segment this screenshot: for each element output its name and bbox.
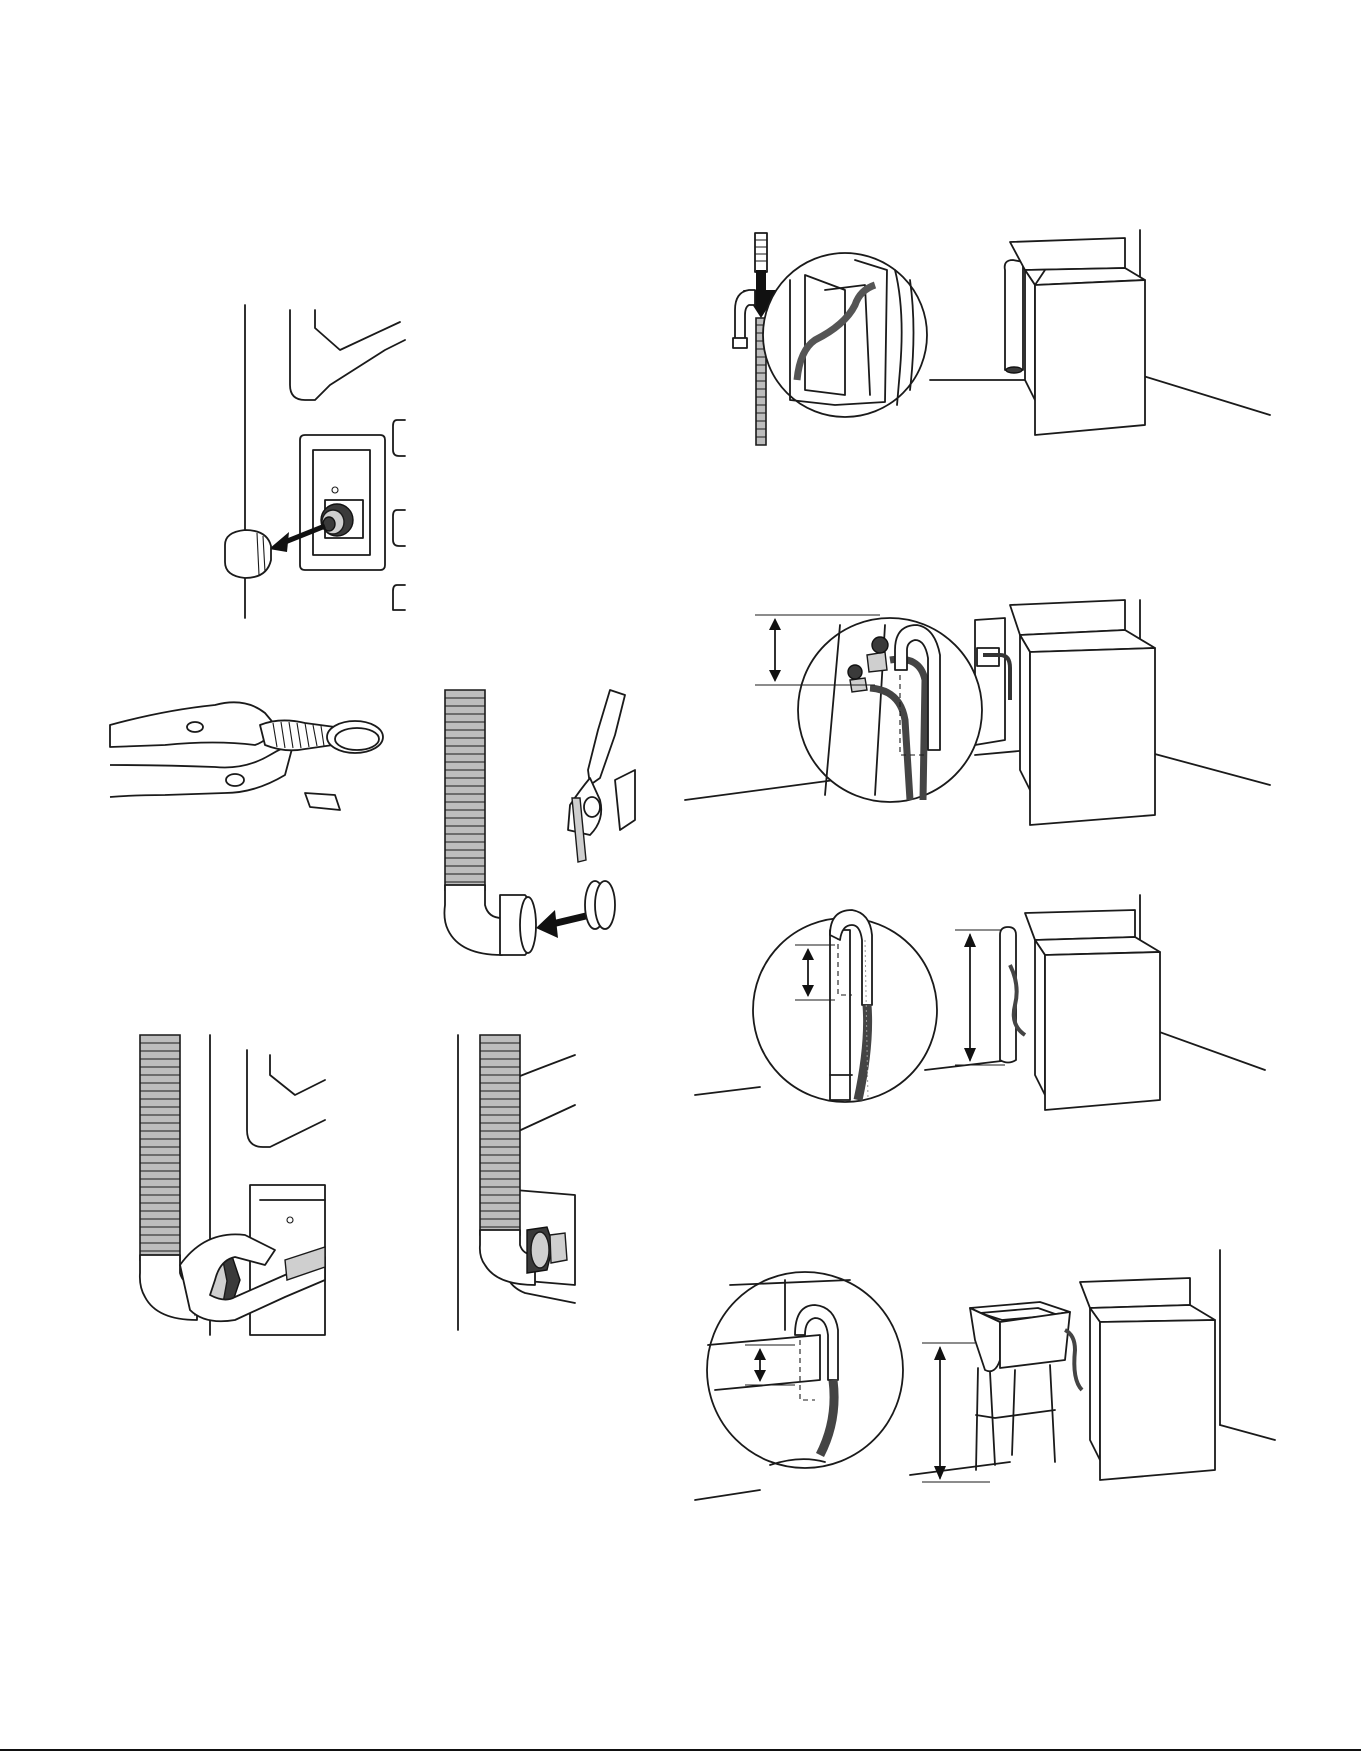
fig-standpipe-drain — [690, 895, 1275, 1125]
fig-hose-form-attached — [705, 230, 1275, 450]
fig-wrench-install-hose — [135, 1035, 325, 1335]
fig-pliers-clamp — [105, 685, 385, 815]
fig-clamp-slide-onto-hose — [440, 690, 640, 960]
fig-wall-box-drain — [685, 600, 1275, 830]
fig-hose-installed — [455, 1035, 575, 1330]
fig-remove-drain-cap — [215, 300, 415, 620]
footer-rule — [0, 1749, 1361, 1751]
fig-laundry-tub-drain — [690, 1250, 1275, 1510]
